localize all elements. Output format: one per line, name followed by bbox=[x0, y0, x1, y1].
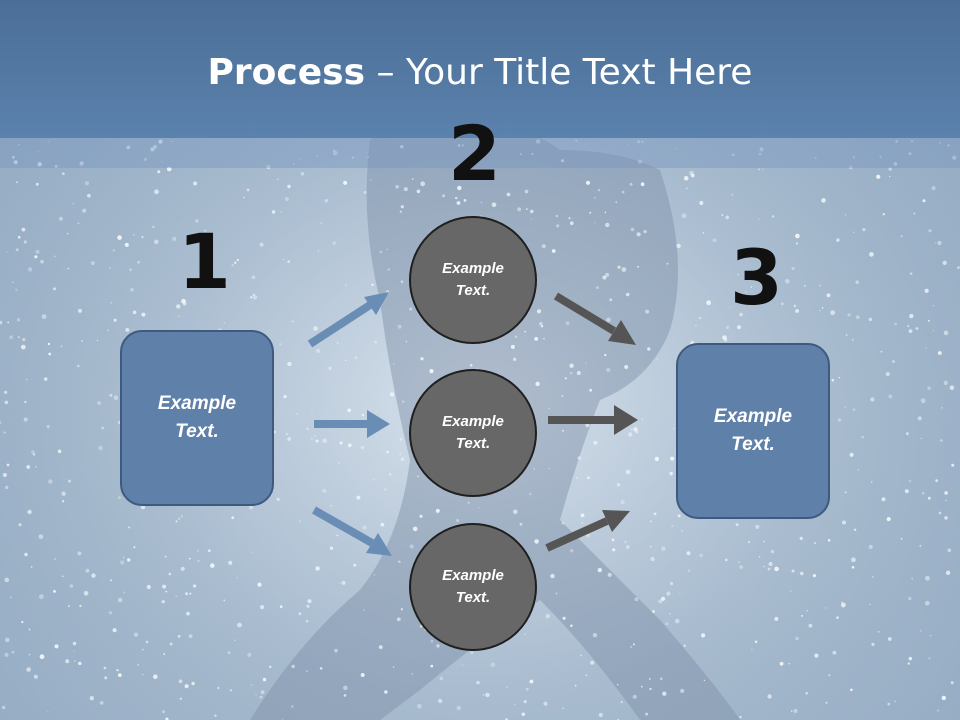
title-bold: Process bbox=[207, 52, 366, 93]
circle-2: Example Text. bbox=[409, 369, 537, 497]
left-box-line1: Example bbox=[157, 392, 237, 414]
left-box: Example Text. bbox=[120, 330, 274, 506]
right-box-line1: Example bbox=[713, 405, 793, 427]
circle-2-line1: Example bbox=[442, 412, 504, 430]
arrow-from-circle-3 bbox=[545, 510, 630, 552]
arrow-from-circle-1 bbox=[553, 292, 636, 345]
title-separator: – bbox=[365, 52, 406, 93]
circle-1: Example Text. bbox=[409, 216, 537, 344]
circle-3-line2: Text. bbox=[455, 589, 491, 606]
title-rest: Your Title Text Here bbox=[405, 52, 753, 93]
title-bar bbox=[0, 0, 960, 138]
right-box-line2: Text. bbox=[731, 434, 775, 455]
arrow-to-circle-2 bbox=[314, 410, 390, 438]
arrow-to-circle-1 bbox=[307, 292, 389, 348]
title-band bbox=[0, 138, 960, 168]
circle-3-line1: Example bbox=[442, 566, 504, 584]
slide-title: Process – Your Title Text Here bbox=[0, 52, 960, 93]
circle-1-line1: Example bbox=[442, 259, 504, 277]
step-number-3: 3 bbox=[730, 233, 783, 322]
arrow-to-circle-3 bbox=[312, 506, 392, 556]
circle-1-line2: Text. bbox=[455, 282, 491, 299]
arrow-from-circle-2 bbox=[548, 405, 638, 435]
step-number-1: 1 bbox=[178, 217, 231, 306]
right-box: Example Text. bbox=[676, 343, 830, 519]
circle-2-line2: Text. bbox=[455, 435, 491, 452]
circle-3: Example Text. bbox=[409, 523, 537, 651]
left-box-line2: Text. bbox=[175, 421, 219, 442]
step-number-2: 2 bbox=[448, 109, 501, 198]
